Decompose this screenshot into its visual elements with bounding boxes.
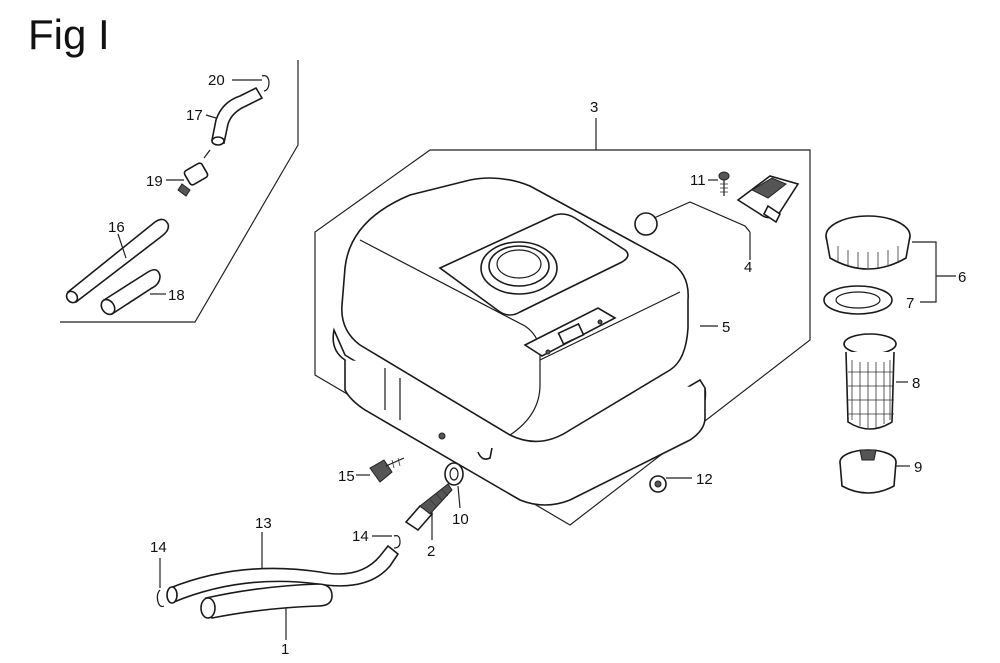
callout-10: 10 [452, 511, 469, 528]
part-7-gasket [823, 285, 893, 315]
callout-4: 4 [744, 259, 752, 276]
callout-18: 18 [168, 287, 185, 304]
callout-7: 7 [906, 295, 914, 312]
callout-9: 9 [914, 459, 922, 476]
callout-6: 6 [958, 269, 966, 286]
part-15-bolt [356, 457, 405, 483]
part-17-hose [205, 86, 264, 146]
callout-16: 16 [108, 219, 125, 236]
callout-8: 8 [912, 375, 920, 392]
part-20-clip [232, 75, 270, 92]
inset-frame [60, 60, 299, 323]
callout-5: 5 [722, 319, 730, 336]
part-10-washer [444, 462, 464, 509]
part-16-hose [65, 218, 170, 304]
part-8-strainer [843, 333, 908, 430]
part-12-plug [649, 475, 692, 493]
callout-13: 13 [255, 515, 272, 532]
fuel-tank [332, 177, 707, 506]
part-14-clip-right [372, 535, 401, 549]
tank-frame [314, 118, 811, 526]
callout-11: 11 [690, 172, 706, 189]
part-11-screw [708, 171, 730, 196]
callout-14-right: 14 [352, 528, 369, 545]
part-2-valve [404, 483, 453, 540]
figure-title: Fig I [28, 11, 110, 58]
part-9-holder [839, 449, 910, 494]
callout-20: 20 [208, 72, 225, 89]
part-4-gauge [634, 175, 800, 260]
callout-1: 1 [281, 641, 289, 658]
callout-3: 3 [590, 99, 598, 116]
callout-14-left: 14 [150, 539, 167, 556]
callout-2: 2 [427, 543, 435, 560]
callout-19: 19 [146, 173, 163, 190]
callout-17: 17 [186, 107, 203, 124]
part-13-hose [166, 532, 400, 604]
callout-15: 15 [338, 468, 355, 485]
part-19-valve [166, 149, 211, 197]
part-14-clip-left [156, 558, 165, 608]
callout-12: 12 [696, 471, 713, 488]
part-6-fuel-cap [825, 215, 956, 303]
part-18-hose [100, 268, 166, 316]
callout-labels: 20 17 19 16 18 3 11 4 5 6 7 8 9 12 15 10… [108, 72, 966, 658]
part-1-hose [200, 583, 333, 640]
